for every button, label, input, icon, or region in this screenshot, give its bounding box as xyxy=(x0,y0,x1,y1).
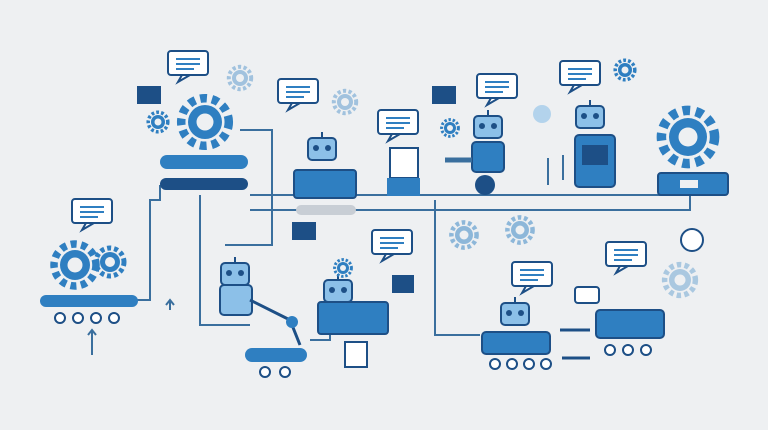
robot-cabinet xyxy=(559,58,637,188)
robot-icon xyxy=(473,109,503,139)
speech-bubble-icon xyxy=(476,73,518,106)
robot-icon xyxy=(323,273,353,303)
gear-machine-left xyxy=(40,198,138,324)
speech-bubble-icon xyxy=(511,261,553,294)
gear-icon xyxy=(229,67,251,89)
gear-icon xyxy=(333,258,353,278)
robot-icon xyxy=(500,296,530,326)
speech-bubble-icon xyxy=(377,109,419,142)
robot-terminal xyxy=(277,78,356,240)
speech-bubble-icon xyxy=(71,198,113,231)
gear-platform xyxy=(137,50,251,190)
robot-arm xyxy=(219,256,307,378)
pipeline-lines xyxy=(130,129,691,341)
gear-icon xyxy=(661,110,714,163)
document-icon xyxy=(432,86,456,104)
robot-icon xyxy=(307,131,337,161)
gear-icon xyxy=(507,217,532,242)
gear-icon xyxy=(440,118,460,138)
speech-bubble-icon xyxy=(277,78,319,111)
gear-icon xyxy=(146,110,170,134)
gear-icon xyxy=(96,248,124,276)
gear-icon xyxy=(451,222,476,247)
gear-icon xyxy=(665,265,696,296)
document-icon xyxy=(137,86,161,104)
speech-bubble-icon xyxy=(605,241,647,274)
document-icon xyxy=(292,222,316,240)
conveyor-robot-2 xyxy=(560,241,665,360)
document-icon xyxy=(392,275,414,293)
gear-icon xyxy=(181,98,229,146)
conveyor-robot-1 xyxy=(451,217,553,370)
speech-bubble-icon xyxy=(167,50,209,83)
speech-bubble-icon xyxy=(559,60,601,93)
clock-icon xyxy=(680,228,704,252)
gear-icon xyxy=(54,244,96,286)
speech-bubble-icon xyxy=(371,229,413,262)
conveyor-belt xyxy=(40,295,138,307)
monitor-station xyxy=(317,229,414,368)
arrow-icons xyxy=(87,155,564,355)
gear-icon xyxy=(613,58,637,82)
robot-icon xyxy=(575,99,605,129)
document-icon xyxy=(344,341,368,368)
document-stack xyxy=(377,86,460,196)
pipe-robot xyxy=(445,73,551,195)
gear-icon xyxy=(334,91,356,113)
robot-icon xyxy=(220,256,250,286)
gear-machine-right xyxy=(658,110,729,296)
